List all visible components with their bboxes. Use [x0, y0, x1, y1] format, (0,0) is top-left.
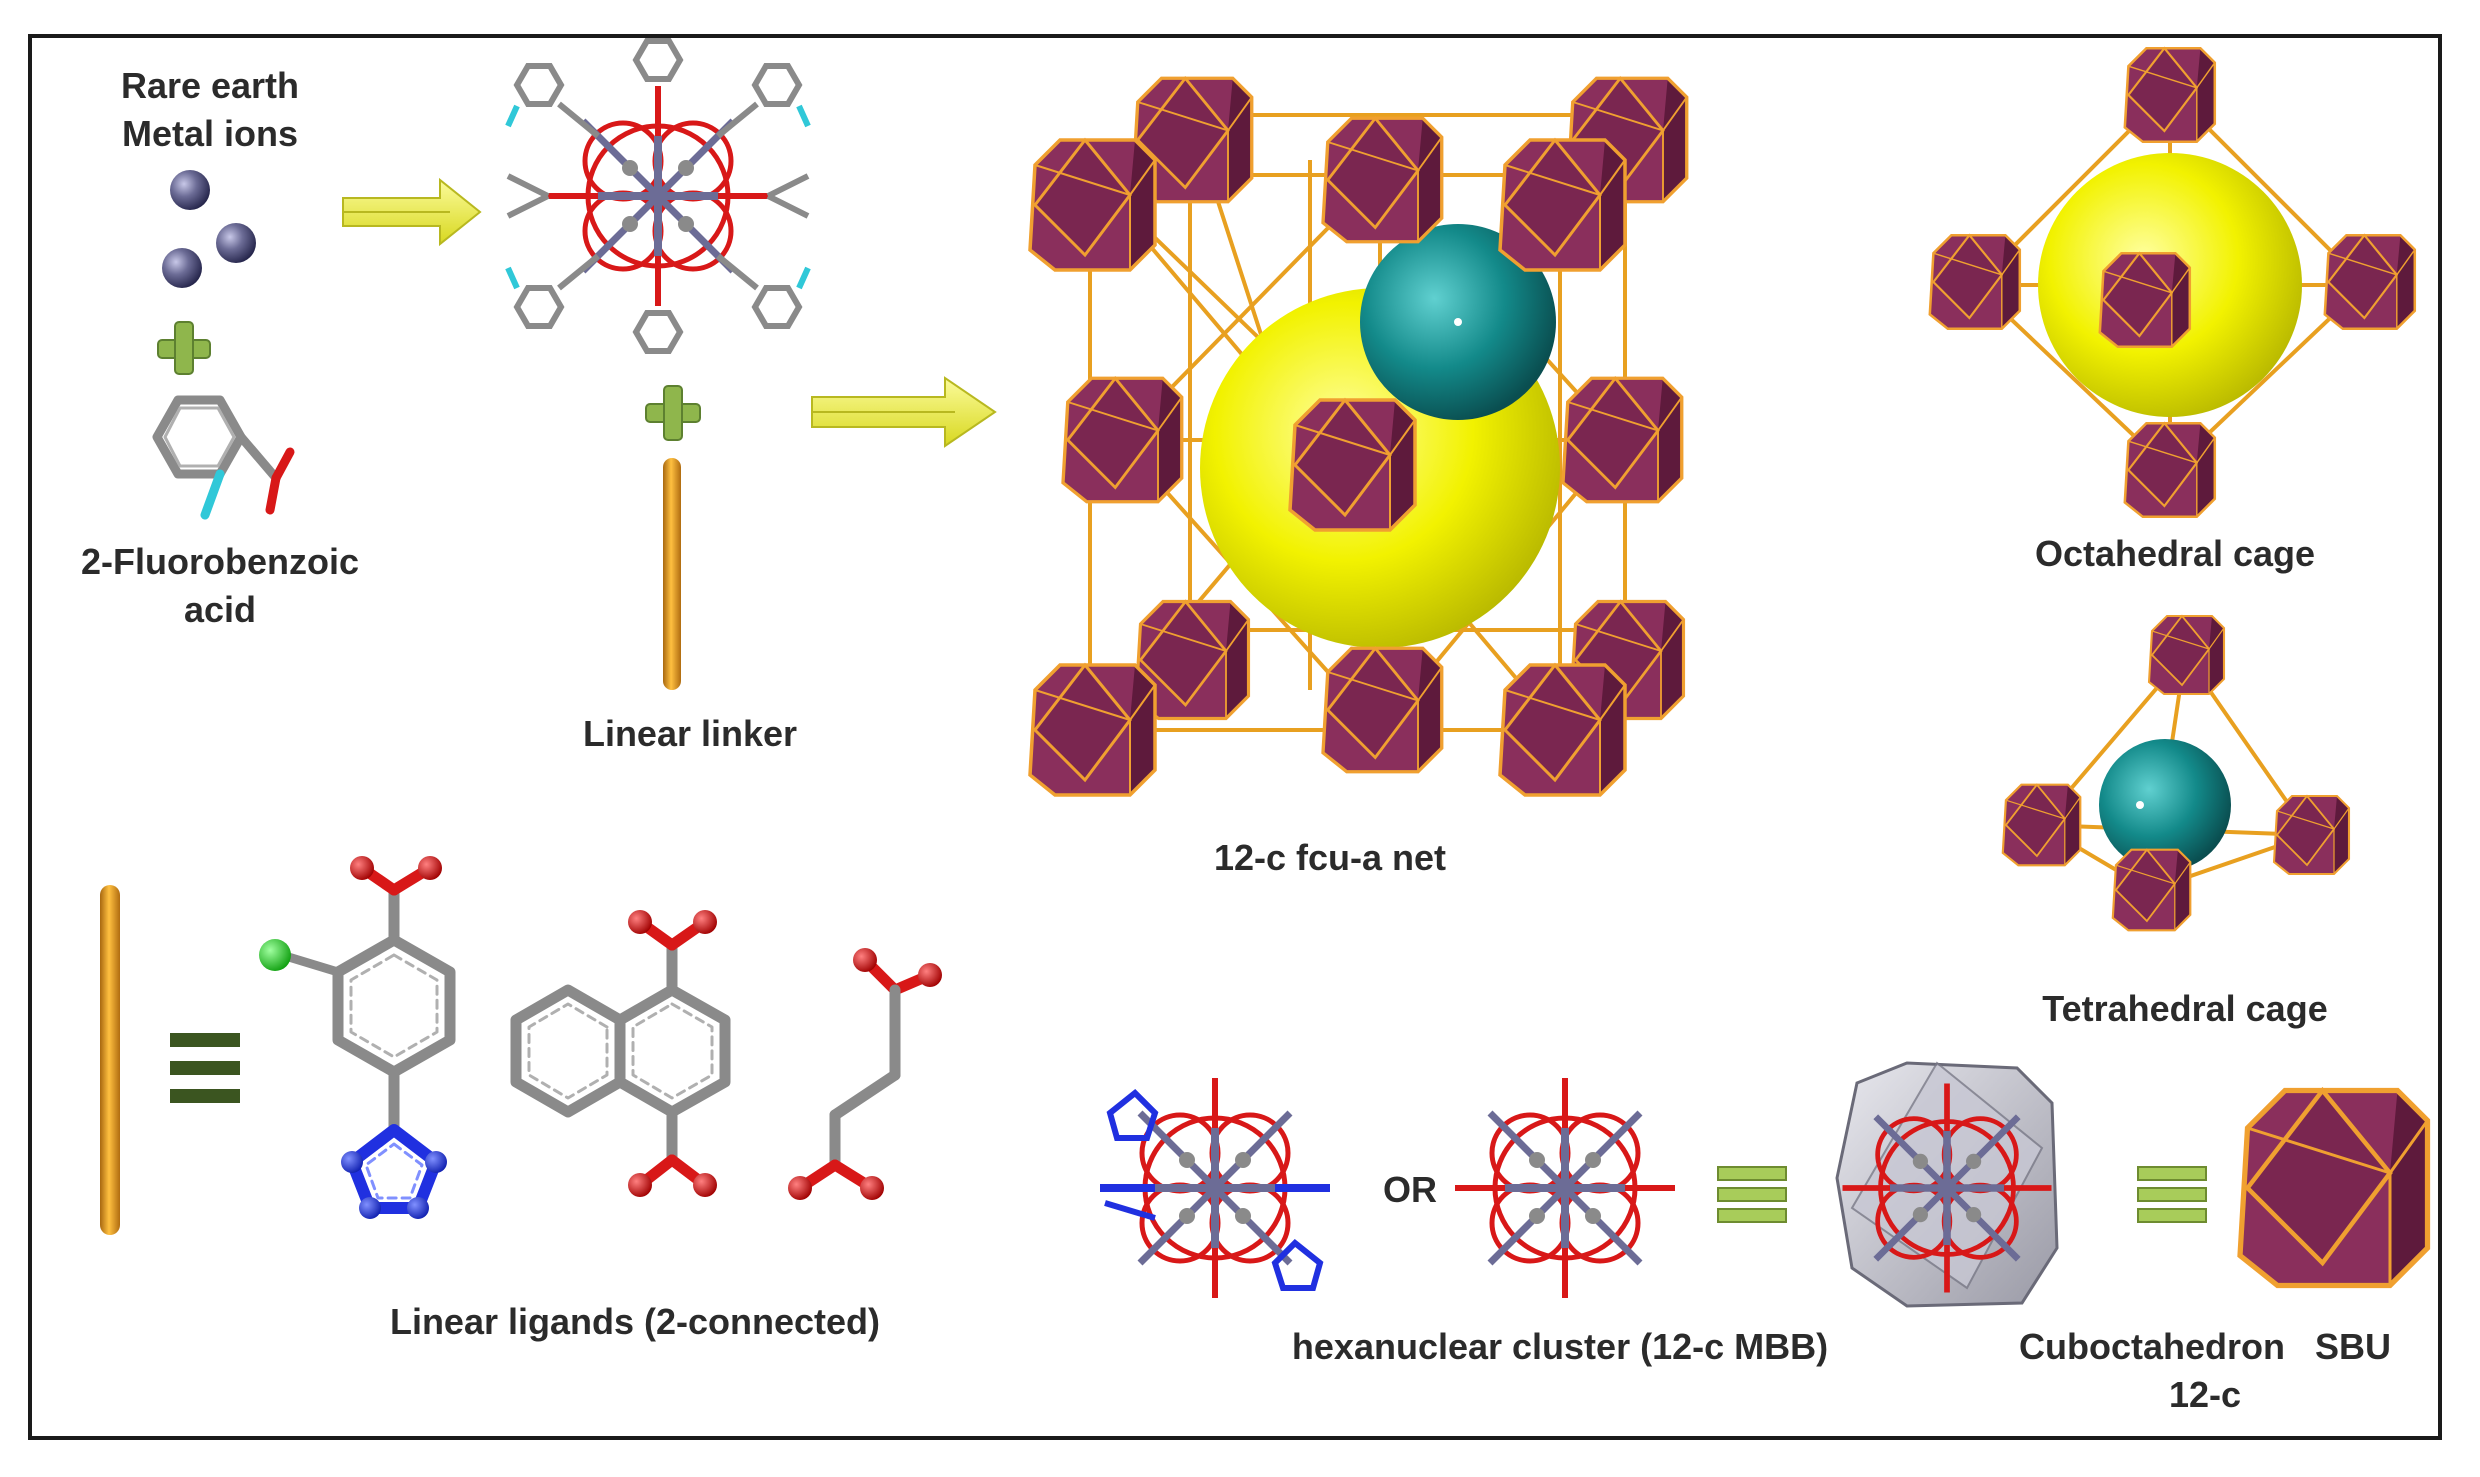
fcu-net-label: 12-c fcu-a net: [1213, 837, 1447, 878]
cluster-in-cuboctahedron: [1835, 1061, 2059, 1308]
cluster-molecule: [505, 38, 811, 354]
sbu-label-line2: 12-c: [2168, 1374, 2242, 1415]
acid-label: 2-Fluorobenzoic acid: [60, 538, 380, 634]
cuboctahedron-icon: [2240, 1091, 2428, 1286]
sbu-label-line1: Cuboctahedron SBU: [2018, 1326, 2391, 1367]
cluster-tetrazolate: [1100, 1078, 1330, 1298]
ligand-tetrazolate: [259, 856, 456, 1219]
equivalent-icon: [2137, 1166, 2207, 1223]
fcu-net: [1028, 76, 1689, 797]
plus-icon: [645, 385, 701, 441]
double-arrow-icon: [342, 177, 482, 247]
metal-ions-label-line1: Rare earth: [120, 65, 300, 106]
plus-icon: [157, 321, 211, 375]
metal-ions-label-line2: Metal ions: [121, 113, 299, 154]
double-arrow-icon: [811, 376, 997, 448]
octahedral-cage: [1928, 46, 2417, 519]
sbu-label: Cuboctahedron SBU 12-c: [1975, 1323, 2435, 1419]
ligand-naphthalene: [510, 910, 731, 1197]
octahedral-cage-label: Octahedral cage: [2034, 533, 2316, 574]
acid-label-line2: acid: [183, 589, 257, 630]
fluorobenzoic-acid-molecule: [152, 395, 295, 520]
equivalent-icon: [1717, 1166, 1787, 1223]
metal-ions: [162, 170, 256, 288]
tetrahedral-cage: [2001, 614, 2351, 932]
linear-ligands-label: Linear ligands (2-connected): [389, 1301, 881, 1342]
linear-linker-rod: [100, 885, 120, 1235]
equivalent-icon: [170, 1033, 240, 1103]
cluster-carboxylate: [1455, 1078, 1675, 1298]
or-label: OR: [1383, 1169, 1437, 1210]
ligand-aliphatic: [788, 948, 942, 1200]
cluster-label: hexanuclear cluster (12-c MBB): [1291, 1326, 1829, 1367]
linear-linker-label: Linear linker: [582, 713, 798, 754]
acid-label-line1: 2-Fluorobenzoic: [81, 541, 359, 582]
metal-ions-label: Rare earth Metal ions: [90, 62, 330, 158]
linear-linker-rod: [663, 458, 681, 690]
tetrahedral-cage-label: Tetrahedral cage: [2042, 988, 2328, 1029]
